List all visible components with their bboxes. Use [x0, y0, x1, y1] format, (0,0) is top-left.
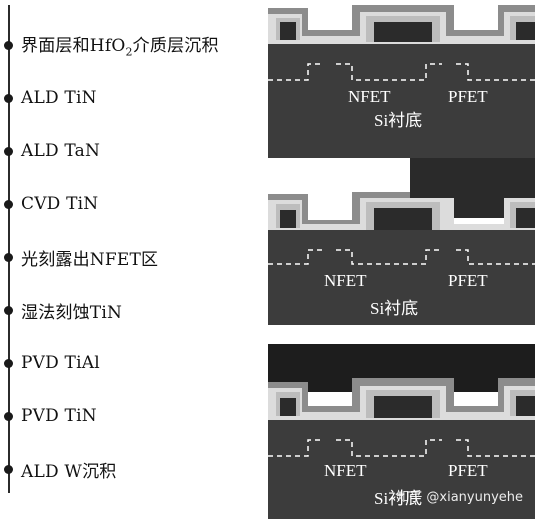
gate-body: [280, 210, 296, 228]
step-5: 光刻露出NFET区: [2, 244, 158, 270]
step-label: 光刻露出NFET区: [21, 249, 159, 270]
step-label: ALD TaN: [21, 141, 101, 161]
gate-body: [516, 22, 535, 40]
gate-body: [280, 22, 296, 40]
timeline-dot: [4, 146, 13, 156]
si-substrate: [268, 228, 535, 325]
pfet-label: PFET: [448, 271, 488, 290]
gate-body: [374, 396, 432, 418]
step-6: 湿法刻蚀TiN: [2, 297, 122, 323]
step-4: CVD TiN: [2, 191, 98, 217]
timeline-dot: [4, 93, 13, 103]
junction-outline: [268, 249, 535, 265]
watermark: 知乎 @xianyunyehe: [396, 490, 523, 505]
nfet-label: NFET: [324, 271, 367, 290]
pfet-label: PFET: [448, 461, 488, 480]
timeline-dot: [4, 252, 13, 262]
step-label: 湿法刻蚀TiN: [21, 302, 123, 323]
step-7: PVD TiAl: [2, 350, 100, 376]
step-label: 界面层和HfO2介质层沉积: [21, 36, 219, 59]
step-label: CVD TiN: [21, 194, 99, 214]
cross-section-panel-2: NFET PFET Si衬底: [268, 158, 535, 325]
step-label: PVD TiN: [21, 406, 97, 426]
timeline-line: [8, 5, 10, 493]
gate-body: [280, 398, 296, 416]
step-label: ALD W沉积: [21, 461, 117, 482]
si-substrate: [268, 40, 535, 158]
cross-section-panel-3: NFET PFET Si衬底: [268, 344, 535, 519]
nfet-label: NFET: [348, 87, 391, 106]
nfet-label: NFET: [324, 461, 367, 480]
substrate-label: Si衬底: [374, 111, 422, 130]
timeline-dot: [4, 464, 13, 474]
step-label: ALD TiN: [21, 88, 97, 108]
step-1: 界面层和HfO2介质层沉积: [2, 32, 219, 59]
timeline-dot: [4, 358, 13, 368]
substrate-label: Si衬底: [374, 489, 422, 508]
gate-body: [374, 22, 432, 42]
timeline-dot: [4, 199, 13, 209]
step-label: PVD TiAl: [21, 353, 100, 373]
gate-body: [516, 208, 535, 228]
junction-outline: [268, 63, 535, 81]
cross-section-panel-1: NFET PFET Si衬底: [268, 0, 535, 158]
timeline-dot: [4, 305, 13, 315]
junction-outline: [268, 439, 535, 457]
timeline-dot: [4, 40, 13, 50]
step-9: ALD W沉积: [2, 456, 116, 482]
timeline-dot: [4, 411, 13, 421]
pfet-label: PFET: [448, 87, 488, 106]
gate-body: [374, 208, 432, 230]
step-8: PVD TiN: [2, 403, 97, 429]
gate-body: [516, 396, 535, 416]
step-2: ALD TiN: [2, 85, 97, 111]
step-3: ALD TaN: [2, 138, 100, 164]
si-substrate: [268, 416, 535, 519]
substrate-label: Si衬底: [370, 299, 418, 318]
